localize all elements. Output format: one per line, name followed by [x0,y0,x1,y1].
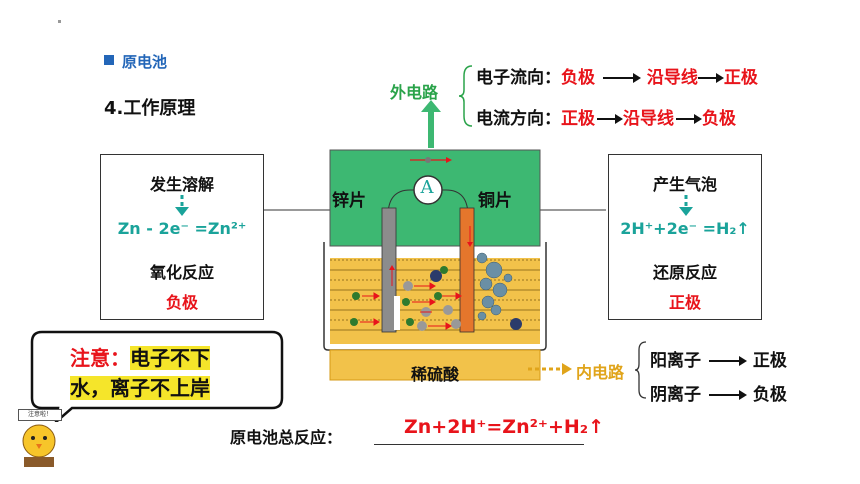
anode-reaction-type: 氧化反应 [149,263,214,282]
bullet-square-icon [104,55,114,65]
down-arrow-icon [175,195,189,216]
arrow-right-icon [708,390,747,400]
note-line-1: 注意：电子不下 [70,346,210,370]
anode-pole: 负极 [165,293,198,312]
arrow-right-icon [676,114,702,124]
arrow-right-icon [602,73,641,83]
galvanic-cell-diagram [264,149,606,381]
cathode-observation: 产生气泡 [652,175,717,194]
anode-info-box: 发生溶解 Zn - 2e⁻ =Zn²⁺ 氧化反应 负极 [100,154,264,320]
arrow-right-icon [697,73,724,83]
anode-observation: 发生溶解 [149,175,214,194]
total-reaction-equation: Zn+2H⁺=Zn²⁺+H₂↑ [404,416,605,438]
corner-dot [58,20,61,23]
electrolyte-label: 稀硫酸 [410,365,459,384]
cathode-equation: 2H⁺+2e⁻ =H₂↑ [620,219,750,238]
internal-circuit-label: 内电路 [576,363,625,382]
current-flow-row: 电流方向：正极沿导线负极 [476,109,736,129]
brace-icon [458,65,473,127]
cathode-info-box: 产生气泡 2H⁺+2e⁻ =H₂↑ 还原反应 正极 [608,154,762,320]
external-circuit-arrow-icon [421,100,441,148]
dashed-arrow-icon [528,363,572,375]
arrow-right-icon [708,356,747,366]
down-arrow-icon [679,195,693,216]
anion-row: 阴离子 负极 [650,385,787,405]
total-reaction-label: 原电池总反应： [230,428,343,447]
copper-electrode-label: 铜片 [478,191,512,211]
brace-icon [634,341,647,399]
mascot-sign: 注意啦！ [18,409,62,421]
cathode-pole: 正极 [668,293,701,312]
anode-equation: Zn - 2e⁻ =Zn²⁺ [117,219,247,238]
ammeter-icon: A [420,177,434,198]
cathode-reaction-type: 还原反应 [652,263,717,282]
external-circuit-label: 外电路 [390,83,439,102]
mascot-chick-icon: 注意啦！ [18,409,62,469]
note-line-2: 水，离子不上岸 [70,376,210,400]
zinc-electrode-label: 锌片 [332,191,366,211]
subheading: 4.工作原理 [104,98,196,119]
answer-underline [374,444,584,445]
cation-row: 阳离子 正极 [650,351,787,371]
arrow-right-icon [597,114,623,124]
section-heading: 原电池 [122,53,168,71]
electron-flow-row: 电子流向：负极 沿导线正极 [476,68,758,88]
